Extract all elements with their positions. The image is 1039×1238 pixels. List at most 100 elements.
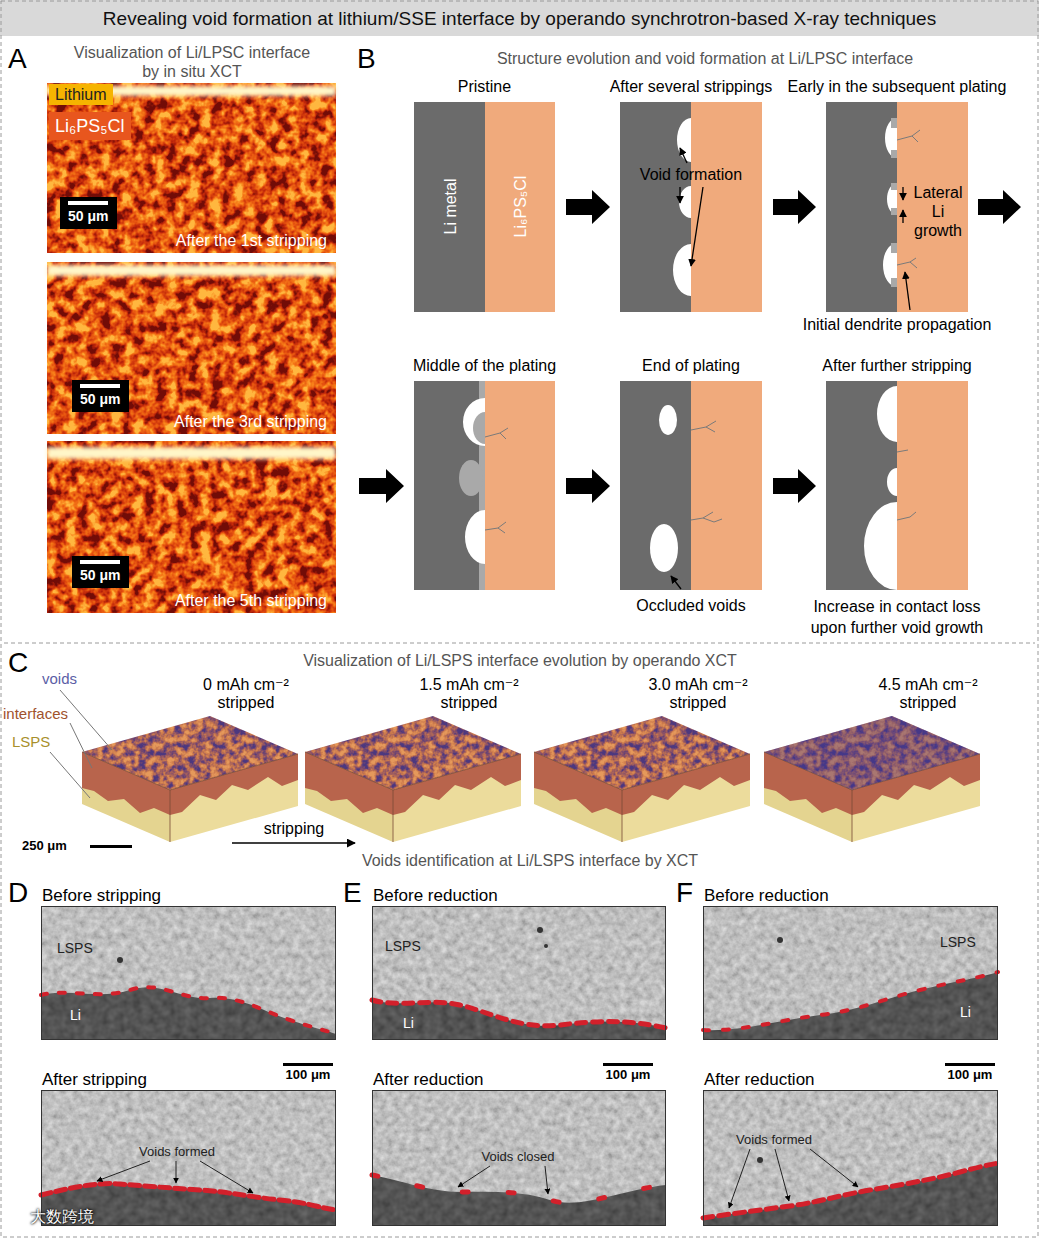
xct-heatmap-image <box>47 441 336 613</box>
xct-slice-image <box>775 1149 789 1201</box>
schematic-illustration <box>673 118 691 296</box>
li-metal-layer: Li metal <box>414 102 485 312</box>
node-heading: Early in the subsequent plating <box>772 77 1022 96</box>
schematic-illustration <box>691 187 703 266</box>
node-heading: Lithium <box>55 85 107 104</box>
schematic-illustration <box>680 148 687 163</box>
node-annotation: Voids formed <box>122 1144 232 1160</box>
xct-slice-image <box>372 1090 666 1226</box>
node-annotation: Li <box>960 1004 971 1021</box>
schematic-illustration <box>902 187 903 200</box>
xct-slice-image <box>372 1175 666 1226</box>
figure-title: Revealing void formation at lithium/SSE … <box>0 7 1039 30</box>
schematic-illustration <box>473 412 485 444</box>
node-annotation: Li <box>70 1007 81 1024</box>
xct-slice-image <box>41 1090 336 1226</box>
schematic-panel: End of platingOccluded voids <box>620 381 762 590</box>
schematic-panel: After several strippingsVoid formation <box>620 102 762 312</box>
node-heading: 4.5 mAh cm⁻² stripped <box>870 676 986 712</box>
node-annotation: Initial dendrite propagation <box>786 315 1008 334</box>
xct-slice-image <box>945 1063 995 1066</box>
xct-slice-image <box>703 972 998 1030</box>
schematic-illustration <box>485 428 508 533</box>
schematic-illustration <box>891 183 897 190</box>
schematic-illustration <box>891 243 897 253</box>
schematic-illustration <box>691 102 762 312</box>
figure-label: interfaces <box>3 705 68 723</box>
schematic-illustration <box>883 118 897 287</box>
schematic-illustration <box>679 187 680 203</box>
xct-slice: After reductionVoids formed <box>703 1090 998 1226</box>
flow-arrow <box>566 190 610 224</box>
xct-slice-image <box>703 972 998 1040</box>
node-annotation: Occluded voids <box>600 596 782 615</box>
material-tag: Lithium <box>49 84 113 105</box>
node-heading: Li metal <box>441 107 460 307</box>
figure-label: 100 μm <box>279 1067 337 1083</box>
panel-letter: B <box>357 42 376 76</box>
electrolyte-layer: Li₆PS₅Cl <box>485 102 555 312</box>
node-heading: 0 mAh cm⁻² stripped <box>188 676 304 712</box>
node-heading: After stripping <box>42 1070 262 1090</box>
node-heading: Li₆PS₅Cl <box>55 115 125 137</box>
xct-heatmap-image <box>47 447 336 459</box>
figure-label: 100 μm <box>599 1067 657 1083</box>
schematic-illustration <box>414 102 968 590</box>
xct-slice-image <box>41 1184 336 1210</box>
schematic-illustration <box>671 576 681 589</box>
xct-slice-image <box>372 1000 666 1040</box>
schematic-illustration <box>897 102 968 312</box>
schematic-illustration <box>620 381 691 590</box>
node-annotation: Void formation <box>630 165 752 184</box>
panel-letter: A <box>8 42 27 76</box>
schematic-illustration <box>691 421 722 522</box>
schematic-panel: Early in the subsequent platingLateral L… <box>826 102 968 312</box>
schematic-illustration <box>459 460 483 496</box>
node-heading: End of plating <box>580 356 802 375</box>
xct-image: After the 3rd stripping50 μm <box>47 262 336 434</box>
figure-label: voids <box>42 670 77 688</box>
node-annotation: Voids formed <box>724 1132 824 1148</box>
xct-slice-image <box>372 1000 666 1028</box>
xct-slice-image <box>458 1166 490 1187</box>
render-block: 1.5 mAh cm⁻² stripped <box>305 716 521 842</box>
node-heading: After the 1st stripping <box>137 231 327 250</box>
schematic-illustration <box>897 381 968 590</box>
xct-slice-image <box>810 1149 858 1187</box>
schematic-illustration <box>905 272 910 310</box>
xct-slice-image <box>372 1175 666 1203</box>
xct-slice-image <box>372 906 666 1040</box>
xct-slice-image <box>97 1161 150 1181</box>
xct-slice-image <box>41 906 336 1040</box>
xct-slice: After reductionVoids closed <box>372 1090 666 1226</box>
node-heading: After several strippings <box>580 77 802 96</box>
render-block: 4.5 mAh cm⁻² stripped <box>764 716 980 842</box>
render-block: 3.0 mAh cm⁻² stripped <box>534 716 750 842</box>
interface-3d-render <box>50 690 980 848</box>
interface-3d-render <box>764 716 980 790</box>
xct-heatmap-image <box>47 265 336 276</box>
node-annotation: Lateral Li growth <box>909 183 967 240</box>
node-heading: Before stripping <box>42 886 302 906</box>
figure-frame <box>4 643 1035 644</box>
xct-slice-image <box>537 927 543 933</box>
schematic-illustration <box>826 102 897 312</box>
schematic-illustration <box>650 524 678 572</box>
node-heading: Middle of the plating <box>374 356 595 375</box>
panel-letter: D <box>8 876 28 910</box>
xct-heatmap-image <box>47 83 336 253</box>
node-heading: After further stripping <box>781 356 1013 375</box>
xct-image: After the 5th stripping50 μm <box>47 441 336 613</box>
figure-label: stripping <box>258 819 330 838</box>
xct-slice-image <box>41 987 336 1040</box>
node-annotation: LSPS <box>940 934 976 951</box>
xct-slice-image <box>200 1161 253 1193</box>
xct-slice-image <box>545 1166 548 1194</box>
node-heading: Before reduction <box>704 886 964 906</box>
schematic-illustration <box>826 381 897 590</box>
xct-heatmap-image <box>47 262 336 434</box>
xct-slice: Before reductionLSPSLi <box>703 906 998 1040</box>
